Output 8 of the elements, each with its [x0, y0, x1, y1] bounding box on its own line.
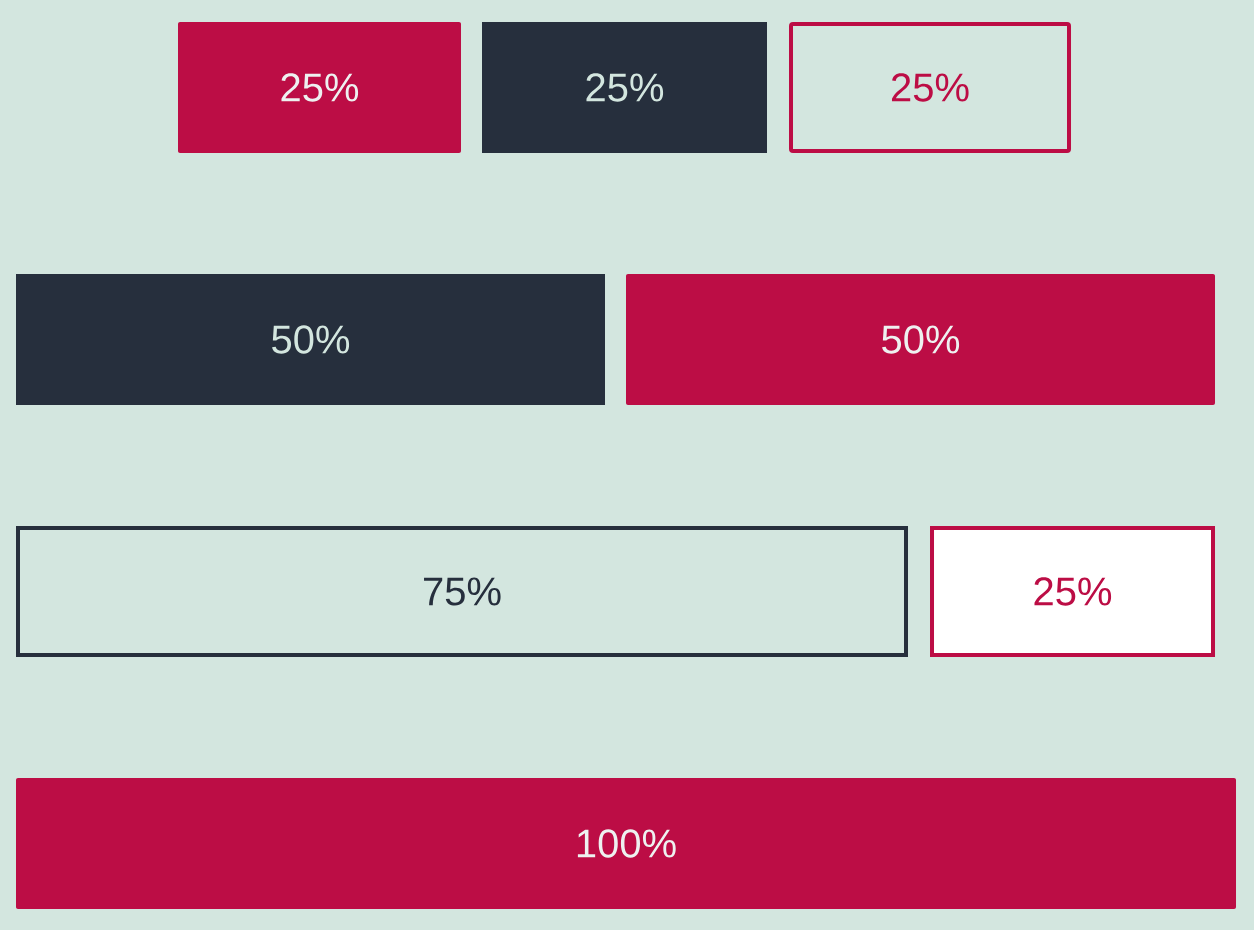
outlined-box: 25%: [789, 22, 1071, 153]
filled-box: 50%: [626, 274, 1215, 405]
outlined-box: 25%: [930, 526, 1215, 657]
filled-box: 100%: [16, 778, 1236, 909]
filled-box: 50%: [16, 274, 605, 405]
outlined-box: 75%: [16, 526, 908, 657]
filled-box: 25%: [482, 22, 767, 153]
filled-box: 25%: [178, 22, 461, 153]
